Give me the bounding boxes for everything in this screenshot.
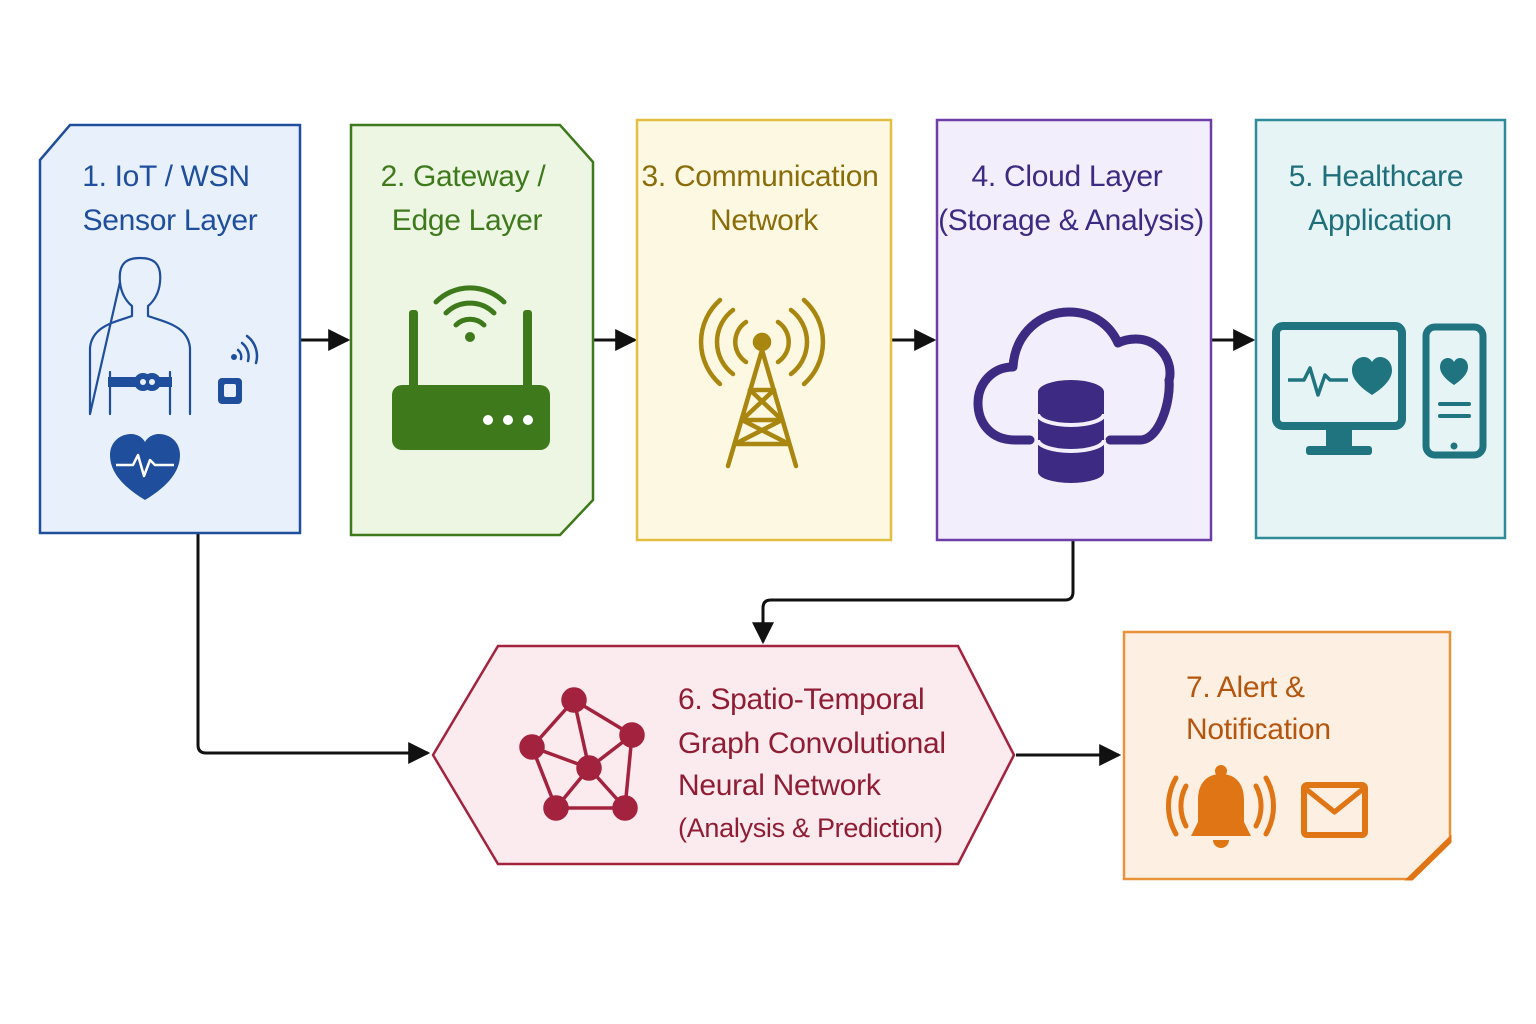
layer-network: 3. Communication Network [635, 118, 893, 542]
connectors [196, 329, 1256, 766]
layer-gateway: 2. Gateway / Edge Layer [349, 123, 595, 537]
layer-stgcn-title-1: 6. Spatio-Temporal [678, 683, 924, 716]
heart-rate-icon [110, 434, 180, 500]
layer-cloud-title-1: 4. Cloud Layer [972, 160, 1163, 193]
page-curl-corner [1404, 834, 1452, 881]
layer-alert-title-1: 7. Alert & [1186, 671, 1305, 704]
layer-health: 5. Healthcare Application [1254, 118, 1507, 540]
cell-tower-icon [698, 297, 826, 469]
layer-network-title-1: 3. Communication [641, 160, 878, 193]
layer-health-title-1: 5. Healthcare [1289, 160, 1464, 193]
smartphone-heart-icon [1422, 323, 1487, 459]
human-body-icon [88, 256, 192, 416]
layer-sensor-title-1: 1. IoT / WSN [82, 160, 250, 193]
wireless-sensor-icon [218, 334, 259, 404]
svg-text:7. Alert & Notification: 7. Alert & Notification [1186, 671, 1331, 746]
svg-text:1. IoT / WSN Sensor Laye: 1. IoT / WSN Sensor Layer [82, 160, 258, 237]
svg-text:6. Spatio-Temporal Graph: 6. Spatio-Temporal Graph Convolutional N… [678, 683, 954, 843]
layer-network-box [635, 118, 893, 542]
arrow-cloud-to-stgcn [752, 540, 1075, 645]
layer-stgcn-title-2: Graph Convolutional [678, 727, 946, 760]
layer-sensor-box [38, 123, 302, 535]
layer-alert-box [1122, 630, 1452, 881]
layer-stgcn: 6. Spatio-Temporal Graph Convolutional N… [431, 644, 1016, 866]
layer-cloud: 4. Cloud Layer (Storage & Analysis) [935, 118, 1213, 542]
layer-stgcn-title-3: Neural Network [678, 769, 882, 802]
arrow-sensor-to-stgcn [196, 533, 431, 764]
layer-alert-title-2: Notification [1186, 713, 1331, 746]
graph-network-icon [519, 687, 645, 821]
layer-network-title-2: Network [710, 204, 819, 237]
layer-cloud-title-2: (Storage & Analysis) [938, 204, 1204, 237]
layer-sensor-title-2: Sensor Layer [83, 204, 258, 237]
envelope-icon [1301, 782, 1368, 838]
svg-text:5. Healthcare Applicatio: 5. Healthcare Application [1289, 160, 1472, 237]
svg-text:4. Cloud Layer (Storage: 4. Cloud Layer (Storage & Analysis) [938, 160, 1204, 237]
wifi-router-icon [392, 285, 550, 450]
layer-alert: 7. Alert & Notification [1122, 630, 1452, 881]
layer-stgcn-title-4: (Analysis & Prediction) [678, 813, 943, 843]
alarm-bell-icon [1166, 765, 1276, 848]
svg-text:2. Gateway / Edge Layer: 2. Gateway / Edge Layer [381, 160, 554, 237]
monitor-heartbeat-icon [1272, 322, 1406, 455]
svg-text:3. Communication Network: 3. Communication Network [641, 160, 886, 237]
layer-health-title-2: Application [1308, 204, 1451, 237]
cloud-database-icon [973, 307, 1175, 483]
layer-gateway-title-1: 2. Gateway / [381, 160, 547, 193]
layer-sensor: 1. IoT / WSN Sensor Layer [38, 123, 302, 535]
layer-gateway-title-2: Edge Layer [392, 204, 543, 237]
